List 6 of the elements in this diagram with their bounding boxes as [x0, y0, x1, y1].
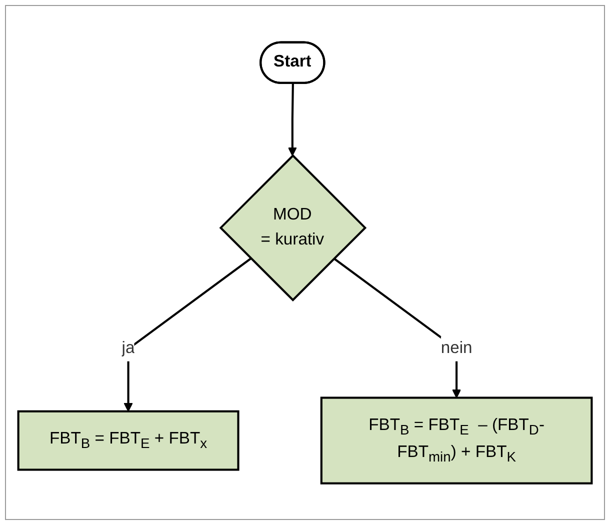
- edge-label: nein: [440, 339, 472, 357]
- node-box: FBT$_{B}$ = FBT$_{E}$ – (FBT$_{D}$-FBT$_{min}$) + FBT$_{K}$: [320, 396, 593, 484]
- arrow: [124, 257, 252, 412]
- arrow: [288, 83, 297, 156]
- node-box: FBT$_{B}$ = FBT$_{E}$ + FBT$_{x}$: [17, 410, 240, 470]
- node-diamond: MOD = kurativ: [219, 154, 367, 302]
